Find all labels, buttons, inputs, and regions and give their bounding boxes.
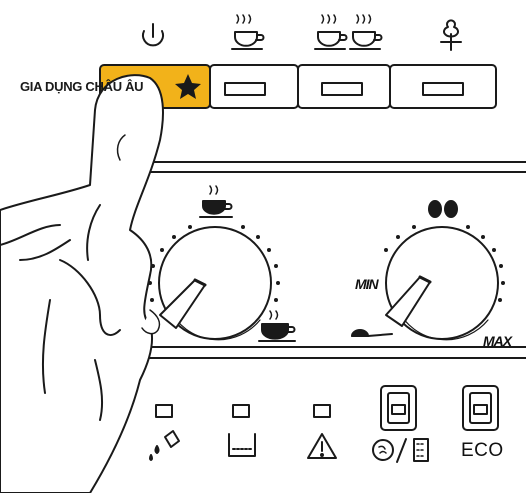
eco-button[interactable]: [462, 385, 499, 431]
two-cups-icon: [314, 14, 383, 50]
volume-dial[interactable]: [158, 226, 272, 341]
alarm-light: [313, 404, 331, 418]
ground-coffee-button[interactable]: [380, 385, 417, 431]
ground-coffee-icon: [372, 438, 429, 463]
eco-label: ECO: [461, 440, 504, 461]
two-cups-button[interactable]: [297, 64, 391, 109]
warning-triangle-icon: [307, 433, 337, 459]
small-cup-icon: [199, 185, 233, 218]
panel-frame: [84, 161, 526, 359]
one-cup-button[interactable]: [209, 64, 299, 109]
strength-dial[interactable]: [385, 226, 499, 341]
strength-dial-ticks: [384, 225, 505, 302]
steam-button[interactable]: [389, 64, 497, 109]
descale-icon: [149, 430, 180, 461]
hand-illustration: [0, 74, 164, 494]
coffee-beans-icon: [428, 200, 458, 218]
water-tank-icon: [228, 433, 256, 457]
descale-light: [155, 404, 173, 418]
star-logo-icon: [175, 74, 201, 99]
measuring-spoon-icon: [351, 329, 393, 337]
large-cup-icon: [258, 310, 296, 342]
watermark-text: GIA DỤNG CHÂU ÂU: [20, 79, 144, 94]
power-icon: [142, 23, 164, 47]
max-label: MAX: [483, 333, 512, 349]
steam-icon: [440, 19, 462, 51]
one-cup-icon: [231, 14, 265, 50]
min-label: MIN: [355, 276, 379, 292]
water-tank-light: [232, 404, 250, 418]
